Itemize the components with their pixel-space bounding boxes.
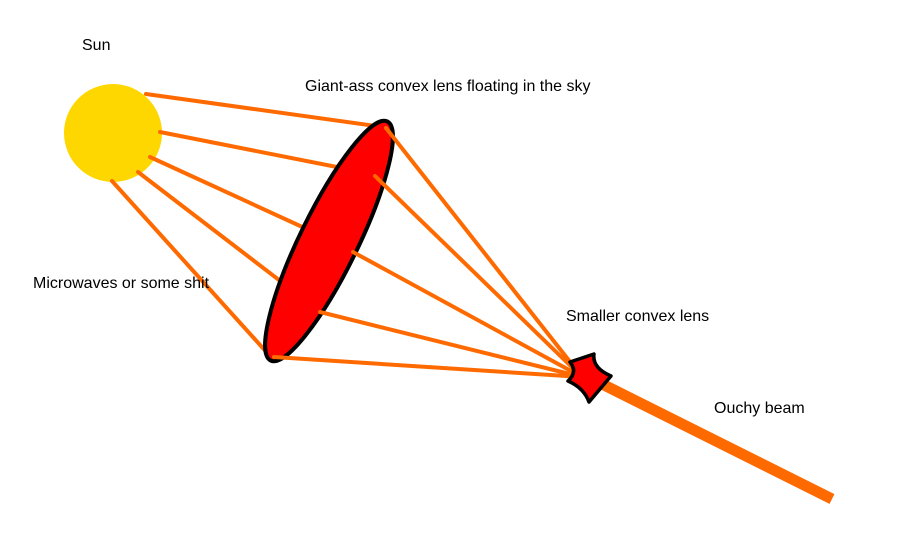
giant-lens-label: Giant-ass convex lens floating in the sk… [305,78,591,95]
small-lens [566,352,613,404]
giant-convex-lens [263,118,395,364]
converging-rays [272,126,584,379]
converging-ray-1 [384,126,584,379]
sun-label: Sun [82,37,111,54]
incoming-ray-1 [144,92,385,129]
beam-label: Ouchy beam [714,400,805,417]
converging-ray-3 [351,250,584,379]
incoming-ray-2 [158,130,354,172]
converging-ray-2 [373,174,584,379]
microwaves-label: Microwaves or some shit [33,275,210,292]
incoming-rays [110,92,385,358]
smaller-lens-label: Smaller convex lens [566,308,710,325]
converging-ray-5 [272,355,584,379]
incoming-ray-3 [148,155,324,238]
incoming-ray-5 [110,179,272,358]
incoming-ray-4 [136,170,298,295]
sun-circle [64,84,162,182]
ouchy-beam [587,373,835,504]
converging-ray-4 [318,310,584,379]
